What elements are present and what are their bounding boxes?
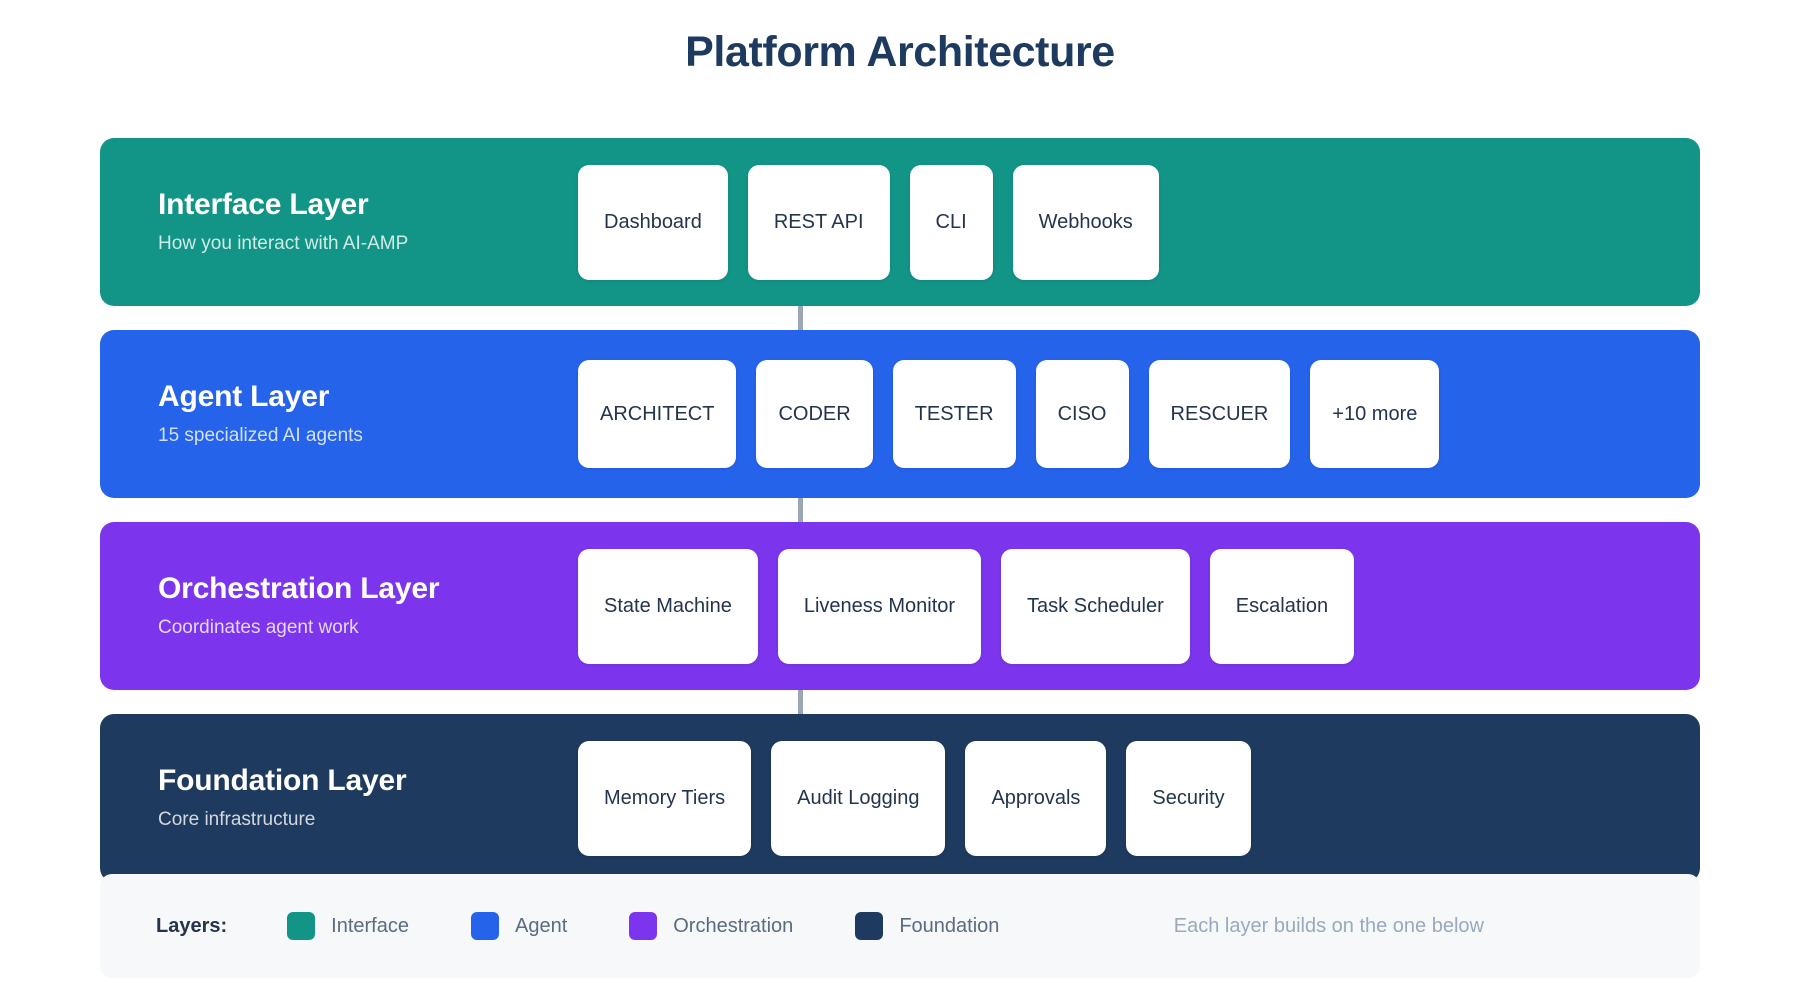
layer-orchestration-description: Coordinates agent work: [158, 616, 359, 638]
layer-stack: Interface Layer How you interact with AI…: [100, 138, 1700, 882]
card-approvals[interactable]: Approvals: [965, 740, 1107, 856]
card-memory-tiers[interactable]: Memory Tiers: [578, 740, 752, 856]
layer-foundation-description: Core infrastructure: [158, 808, 316, 830]
connector-orchestration-to-foundation: [798, 690, 803, 714]
layer-agent-info: Agent Layer 15 specialized AI agents: [158, 380, 578, 447]
legend-swatch-foundation-icon: [855, 912, 884, 940]
layer-interface-info: Interface Layer How you interact with AI…: [158, 188, 578, 255]
card-coder[interactable]: CODER: [756, 360, 873, 468]
card-cli[interactable]: CLI: [909, 164, 993, 280]
layer-foundation-cards: Memory Tiers Audit Logging Approvals Sec…: [578, 740, 1674, 856]
legend-swatch-orchestration-icon: [629, 912, 658, 940]
legend-note: Each layer builds on the one below: [1173, 914, 1484, 937]
legend-label-interface: Interface: [331, 914, 409, 937]
layer-orchestration-title: Orchestration Layer: [158, 572, 440, 606]
legend-swatch-agent-icon: [470, 912, 499, 940]
layer-orchestration-cards: State Machine Liveness Monitor Task Sche…: [578, 548, 1674, 664]
layer-agent-cards: ARCHITECT CODER TESTER CISO RESCUER +10 …: [578, 360, 1674, 468]
card-architect[interactable]: ARCHITECT: [578, 360, 737, 468]
legend-item-interface: Interface: [287, 912, 409, 940]
layer-orchestration-info: Orchestration Layer Coordinates agent wo…: [158, 572, 578, 639]
card-more-agents[interactable]: +10 more: [1310, 360, 1440, 468]
layer-interface-cards: Dashboard REST API CLI Webhooks: [578, 164, 1674, 280]
layer-foundation[interactable]: Foundation Layer Core infrastructure Mem…: [100, 714, 1700, 882]
layer-interface[interactable]: Interface Layer How you interact with AI…: [100, 138, 1700, 306]
card-rescuer[interactable]: RESCUER: [1148, 360, 1291, 468]
legend-title: Layers:: [156, 914, 228, 937]
card-task-scheduler[interactable]: Task Scheduler: [1001, 548, 1190, 664]
page-title: Platform Architecture: [685, 28, 1115, 76]
card-escalation[interactable]: Escalation: [1209, 548, 1355, 664]
layer-interface-description: How you interact with AI-AMP: [158, 232, 409, 254]
legend-swatch-interface-icon: [287, 912, 316, 940]
card-tester[interactable]: TESTER: [892, 360, 1016, 468]
card-webhooks[interactable]: Webhooks: [1012, 164, 1159, 280]
card-state-machine[interactable]: State Machine: [578, 548, 758, 664]
legend-item-agent: Agent: [470, 912, 568, 940]
card-ciso[interactable]: CISO: [1035, 360, 1129, 468]
layer-agent-description: 15 specialized AI agents: [158, 424, 363, 446]
connector-agent-to-orchestration: [798, 498, 803, 522]
legend-panel: Layers: Interface Agent Orchestration Fo…: [100, 874, 1700, 978]
connector-interface-to-agent: [798, 306, 803, 330]
card-audit-logging[interactable]: Audit Logging: [771, 740, 946, 856]
legend-item-foundation: Foundation: [855, 912, 999, 940]
layer-orchestration[interactable]: Orchestration Layer Coordinates agent wo…: [100, 522, 1700, 690]
card-security[interactable]: Security: [1126, 740, 1251, 856]
card-liveness-monitor[interactable]: Liveness Monitor: [777, 548, 982, 664]
layer-foundation-info: Foundation Layer Core infrastructure: [158, 764, 578, 831]
legend-label-foundation: Foundation: [899, 914, 1000, 937]
card-dashboard[interactable]: Dashboard: [578, 164, 728, 280]
layer-interface-title: Interface Layer: [158, 188, 369, 222]
legend-label-orchestration: Orchestration: [673, 914, 794, 937]
layer-agent[interactable]: Agent Layer 15 specialized AI agents ARC…: [100, 330, 1700, 498]
card-rest-api[interactable]: REST API: [747, 164, 890, 280]
legend-item-orchestration: Orchestration: [629, 912, 793, 940]
layer-foundation-title: Foundation Layer: [158, 764, 407, 798]
layer-agent-title: Agent Layer: [158, 380, 330, 414]
legend-label-agent: Agent: [514, 914, 568, 937]
